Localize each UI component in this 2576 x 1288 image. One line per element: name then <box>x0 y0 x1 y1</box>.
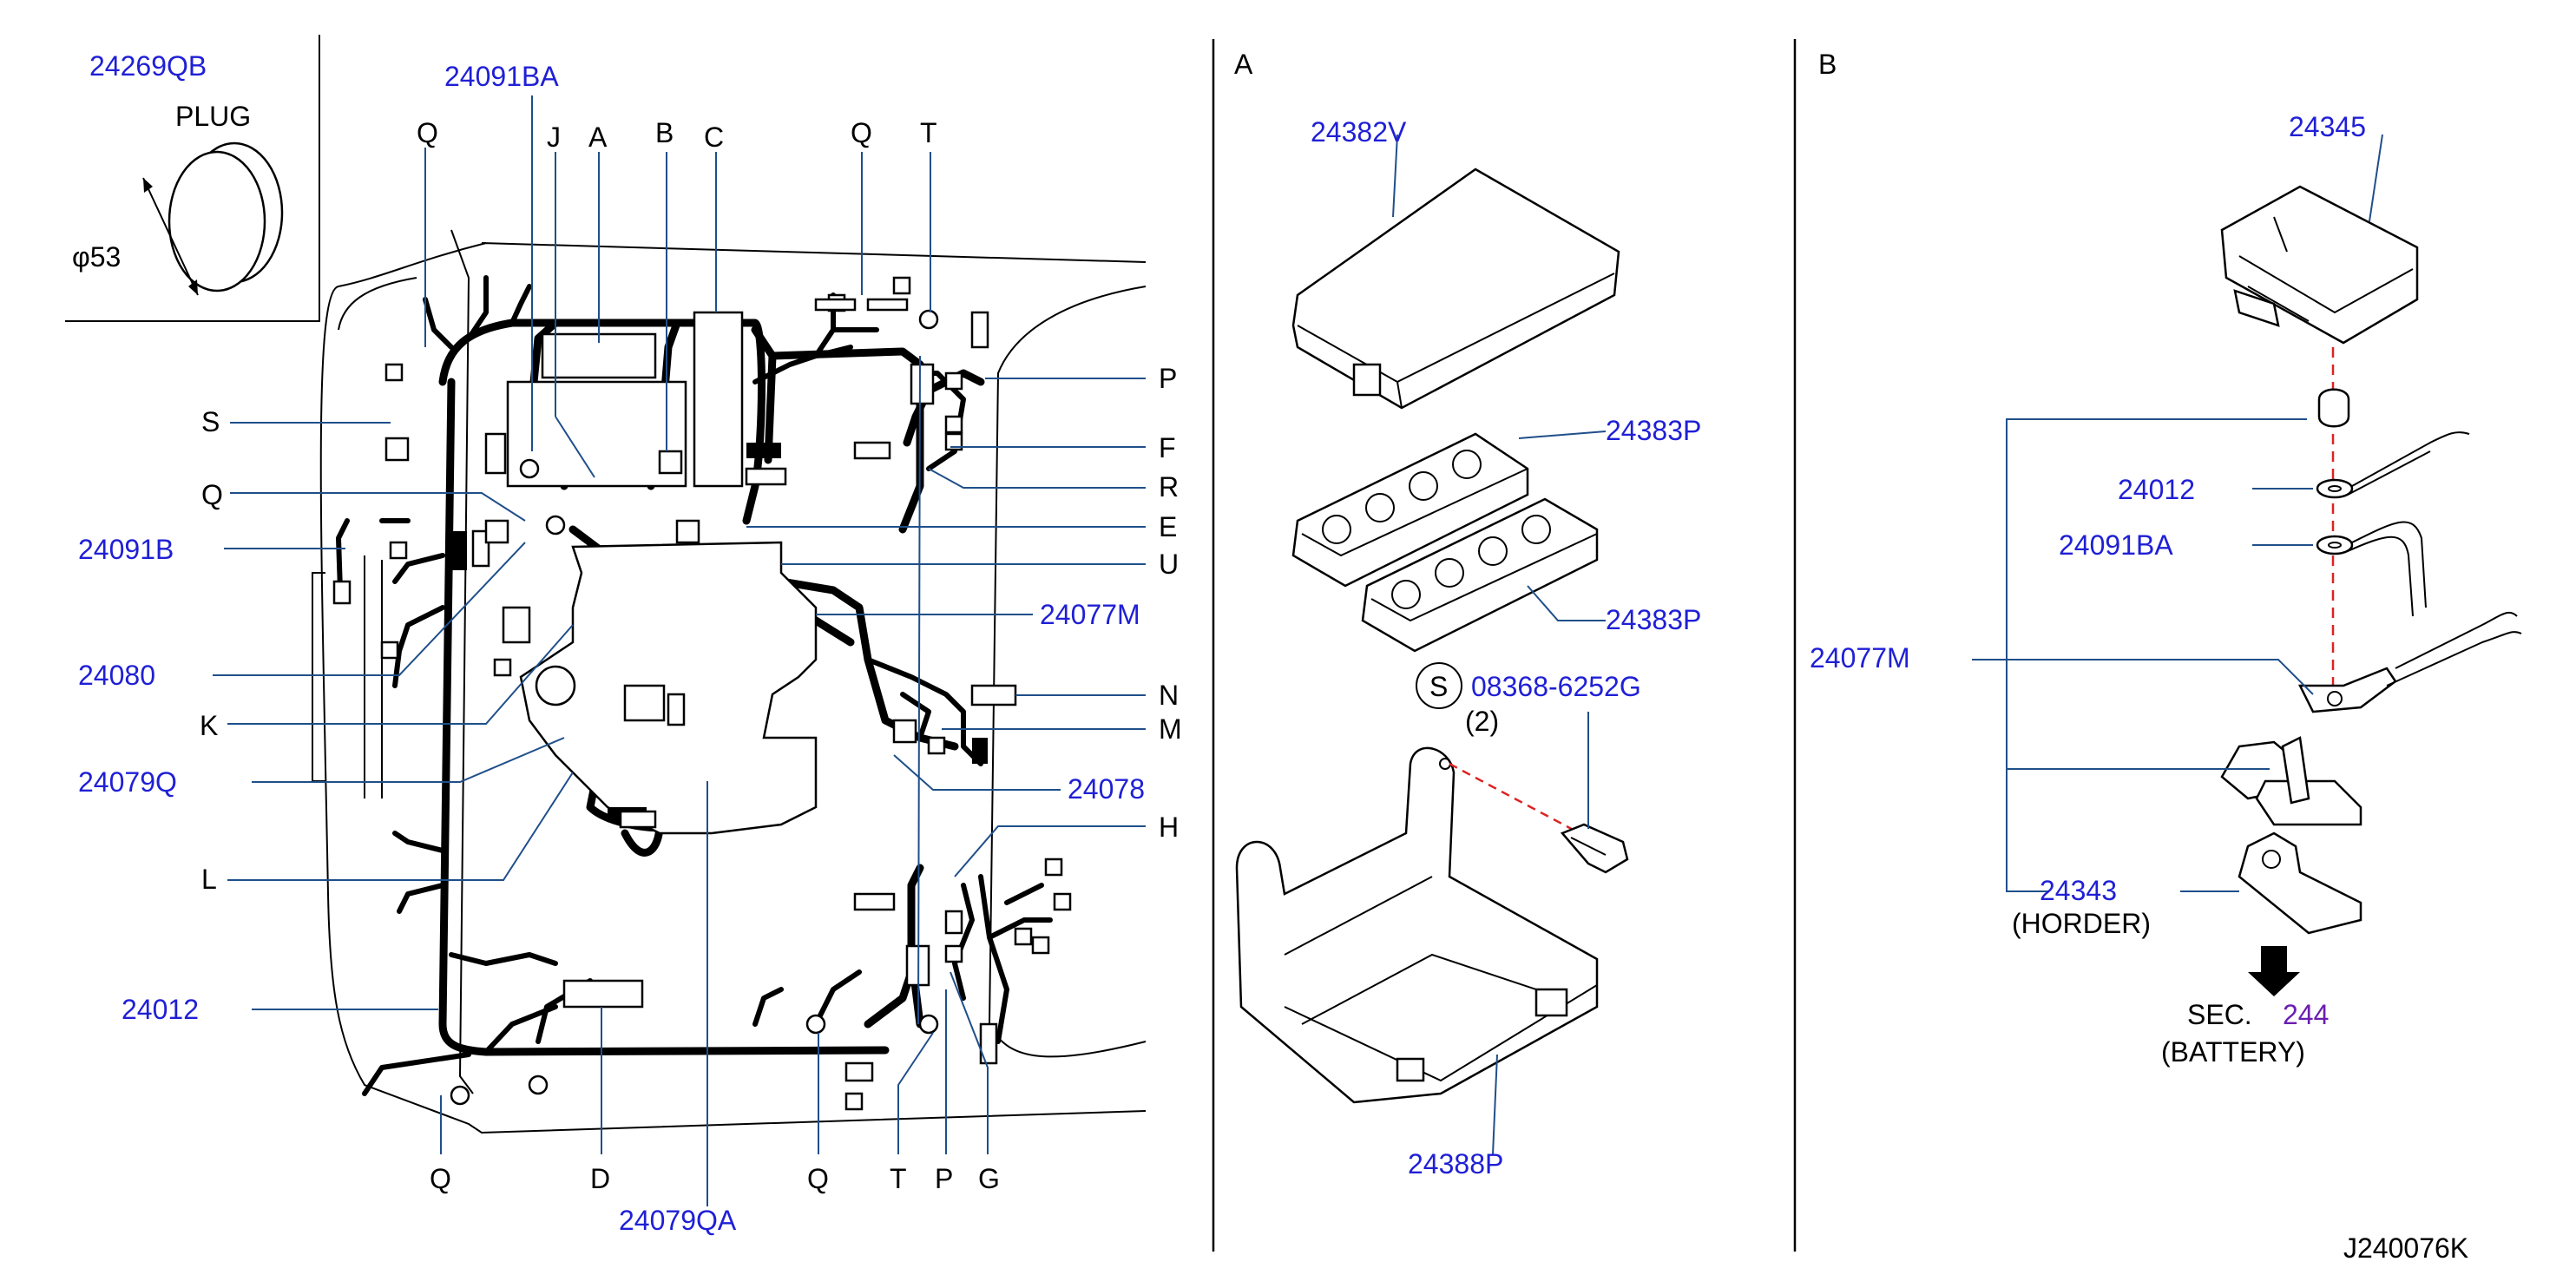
part-24077m-mid: 24077M <box>1040 599 1140 630</box>
callout-p-bot: P <box>935 1163 954 1194</box>
plug-inset <box>65 35 320 322</box>
bolt-quantity: (2) <box>1465 706 1500 737</box>
callout-r: R <box>1159 471 1180 503</box>
part-24091ba-left: 24091BA <box>444 61 559 92</box>
callout-t-bot: T <box>890 1163 907 1194</box>
section-a-label: A <box>1234 49 1253 80</box>
part-08368-6252g: 08368-6252G <box>1471 671 1641 702</box>
callout-p-right: P <box>1159 363 1178 394</box>
callout-q-top-left: Q <box>417 117 438 148</box>
callout-f: F <box>1159 432 1176 463</box>
part-24091b: 24091B <box>78 534 174 565</box>
sec-number-244: 244 <box>2283 999 2330 1030</box>
fuse-cover <box>1291 134 1620 410</box>
part-24091ba-right: 24091BA <box>2059 529 2173 561</box>
part-24079qa: 24079QA <box>619 1205 737 1236</box>
callout-l: L <box>201 864 217 895</box>
callout-q-mid-left: Q <box>201 479 223 510</box>
part-24383p-bottom: 24383P <box>1606 604 1702 635</box>
callout-q-top-mid: Q <box>851 117 872 148</box>
horder-label: (HORDER) <box>2012 908 2151 939</box>
callout-k: K <box>200 710 219 741</box>
standard-part-s-mark: S <box>1429 671 1449 702</box>
callout-q-bot-left: Q <box>430 1163 451 1194</box>
sec-label: SEC. <box>2187 999 2252 1030</box>
diameter-label: φ53 <box>72 241 122 273</box>
part-24388p: 24388P <box>1408 1148 1504 1180</box>
fuse-bracket <box>1235 662 1629 1155</box>
battery-terminal-parts <box>1972 134 2522 996</box>
part-24012-left: 24012 <box>122 994 199 1025</box>
part-24383p-top: 24383P <box>1606 415 1702 446</box>
part-24345: 24345 <box>2289 111 2366 142</box>
arrow-down-icon <box>2248 946 2300 996</box>
callout-q-bot-mid: Q <box>807 1163 829 1194</box>
part-24080: 24080 <box>78 660 155 691</box>
callout-c: C <box>704 122 725 153</box>
part-24012-right: 24012 <box>2118 474 2195 505</box>
part-24077m-right: 24077M <box>1810 642 1910 674</box>
callout-j: J <box>547 122 561 153</box>
plug-label: PLUG <box>175 101 252 132</box>
part-24382v: 24382V <box>1311 116 1407 148</box>
standard-part-circle <box>1416 662 1462 709</box>
callout-e: E <box>1159 511 1178 542</box>
part-24079q: 24079Q <box>78 766 177 798</box>
callout-a: A <box>588 122 608 153</box>
figure-code: J240076K <box>2343 1232 2469 1264</box>
callout-d: D <box>590 1163 611 1194</box>
part-24269qb: 24269QB <box>89 50 207 82</box>
callout-b: B <box>655 117 674 148</box>
battery-label: (BATTERY) <box>2161 1036 2305 1068</box>
callout-m: M <box>1159 713 1182 745</box>
fuse-holder-top <box>1291 432 1529 588</box>
callout-n: N <box>1159 680 1180 711</box>
callout-h: H <box>1159 812 1180 843</box>
callout-t-top: T <box>920 117 937 148</box>
callout-g: G <box>978 1163 1000 1194</box>
leader-lines <box>213 95 1146 1206</box>
fuse-holder-bottom <box>1361 430 1607 653</box>
part-24078: 24078 <box>1068 773 1145 805</box>
callout-u: U <box>1159 549 1180 580</box>
callout-s: S <box>201 406 220 437</box>
part-24343: 24343 <box>2040 875 2117 906</box>
section-b-label: B <box>1818 49 1837 80</box>
